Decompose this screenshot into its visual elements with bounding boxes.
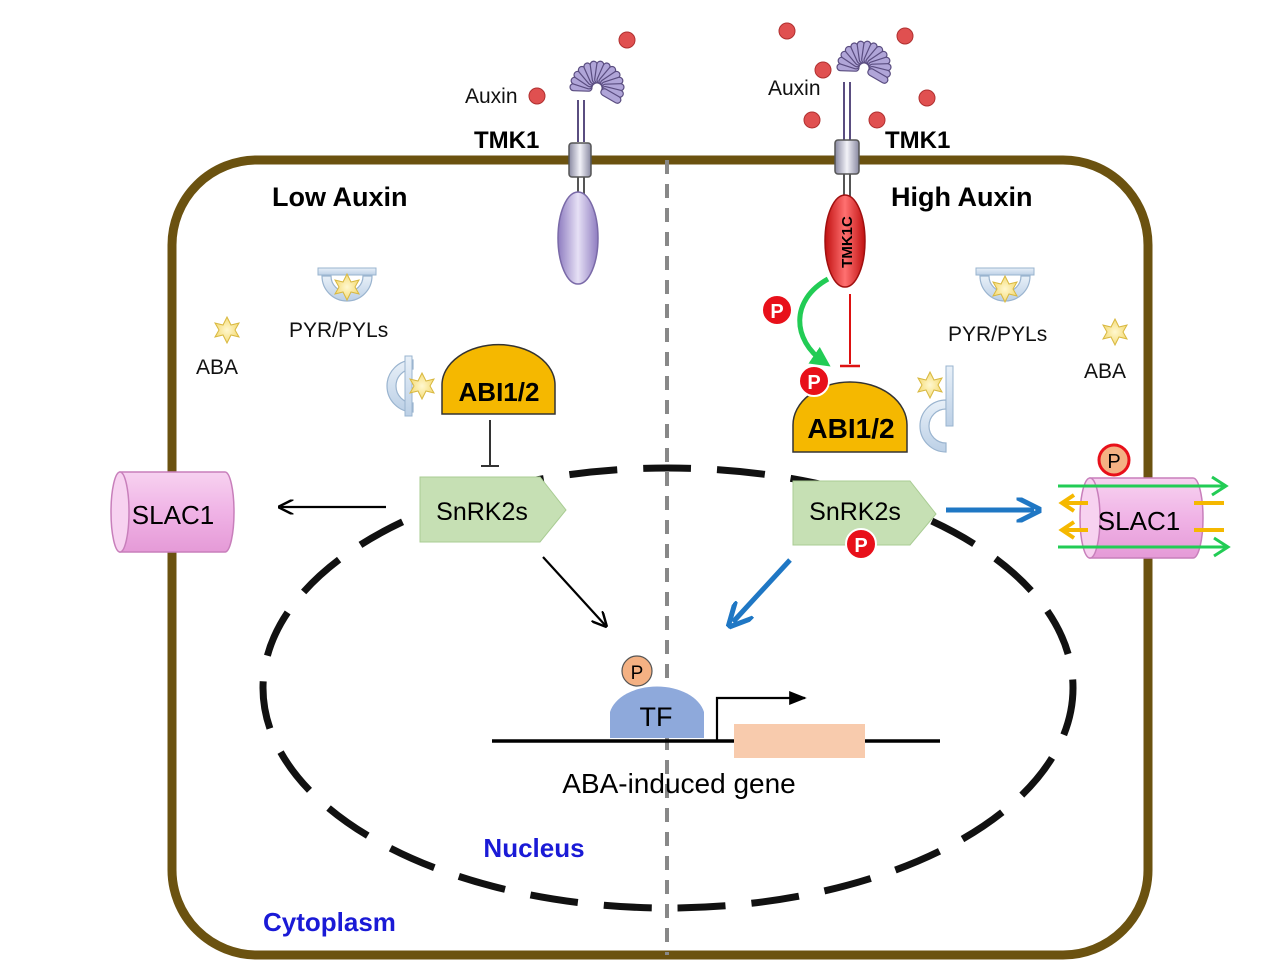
tmk1-receptor-left [557,60,625,285]
ion-efflux-arrows [1058,475,1231,558]
auxin-dot [868,111,886,129]
tf-label: TF [640,702,673,732]
aba-label-right: ABA [1084,360,1126,383]
svg-text:P: P [1107,451,1120,473]
low-auxin-title: Low Auxin [272,182,408,212]
cytoplasm-label: Cytoplasm [263,907,396,937]
aba-induced-gene-label: ABA-induced gene [562,768,796,799]
auxin-dot [618,31,636,49]
aba-label-left: ABA [196,356,238,379]
pyr-pyl-bound-left [386,355,435,417]
abi1-2-label-right: ABI1/2 [807,413,894,444]
auxin-dot [814,61,832,79]
abi1-2-phosphatase-right: ABI1/2 [792,381,908,453]
snrk2s-kinase-left: SnRK2s [419,476,567,543]
phospho-marker-tmk1c: P [761,294,793,326]
nucleus-membrane [259,464,1077,912]
auxin-dot [528,87,546,105]
snrk2s-kinase-right: SnRK2s [792,480,937,546]
svg-text:P: P [631,663,644,684]
pyr-pyls-label-left: PYR/PYLs [289,319,388,342]
high-auxin-title: High Auxin [891,182,1033,212]
tmk1c-inhibits-abi-line [840,294,860,368]
pyr-pyls-label-right: PYR/PYLs [948,323,1047,346]
pyr-pyl-receptor-right [975,267,1035,303]
phospho-marker-slac1-right: P [1097,443,1131,477]
tmk1c-domain [824,194,866,288]
snrk-to-tf-right-arrow [733,558,792,622]
phospho-marker-tf: P [621,655,653,687]
snrk2s-label-right: SnRK2s [809,498,901,526]
slac1-channel-right: SLAC1 [1079,477,1204,559]
auxin-dot [778,22,796,40]
tmk1-receptor-right: TMK1C [824,40,892,288]
auxin-dot [803,111,821,129]
abi-inhibits-snrk-left [481,420,499,467]
gene-coding-region [734,724,865,758]
auxin-dot [896,27,914,45]
tmk1-label-right: TMK1 [885,127,950,154]
aba-molecule-left [214,316,240,344]
tmk1-kinase-domain-left [557,191,599,285]
abi1-2-label-left: ABI1/2 [459,377,540,407]
transcription-factor: TF [610,686,704,738]
slac1-label-left: SLAC1 [132,500,214,530]
slac1-channel-left: SLAC1 [110,471,235,553]
pyr-pyl-receptor-left [317,267,377,302]
auxin-label-right: Auxin [768,77,821,100]
tmk1-label-left: TMK1 [474,127,539,154]
phospho-marker-snrk-right: P [845,528,877,560]
svg-text:P: P [807,372,820,394]
snrk2s-label-left: SnRK2s [436,498,528,526]
abi1-2-phosphatase-left: ABI1/2 [441,343,556,415]
transcription-start-arrow [715,690,807,741]
auxin-dot [918,89,936,107]
cell-wall [167,155,1153,960]
nucleus-label: Nucleus [483,833,584,863]
aba-molecule-right [1102,318,1128,346]
slac1-label-right: SLAC1 [1098,506,1180,536]
pyr-pyl-released-right [917,365,954,453]
auxin-molecules [528,22,936,129]
svg-text:P: P [854,535,867,557]
tmk1c-label: TMK1C [839,216,856,268]
snrk-to-tf-left-arrow [542,556,605,625]
auxin-label-left: Auxin [465,85,518,108]
svg-text:P: P [770,301,783,323]
phospho-marker-abi-right: P [798,365,830,397]
tmk1c-phosphorylates-abi-arrow [797,276,831,367]
